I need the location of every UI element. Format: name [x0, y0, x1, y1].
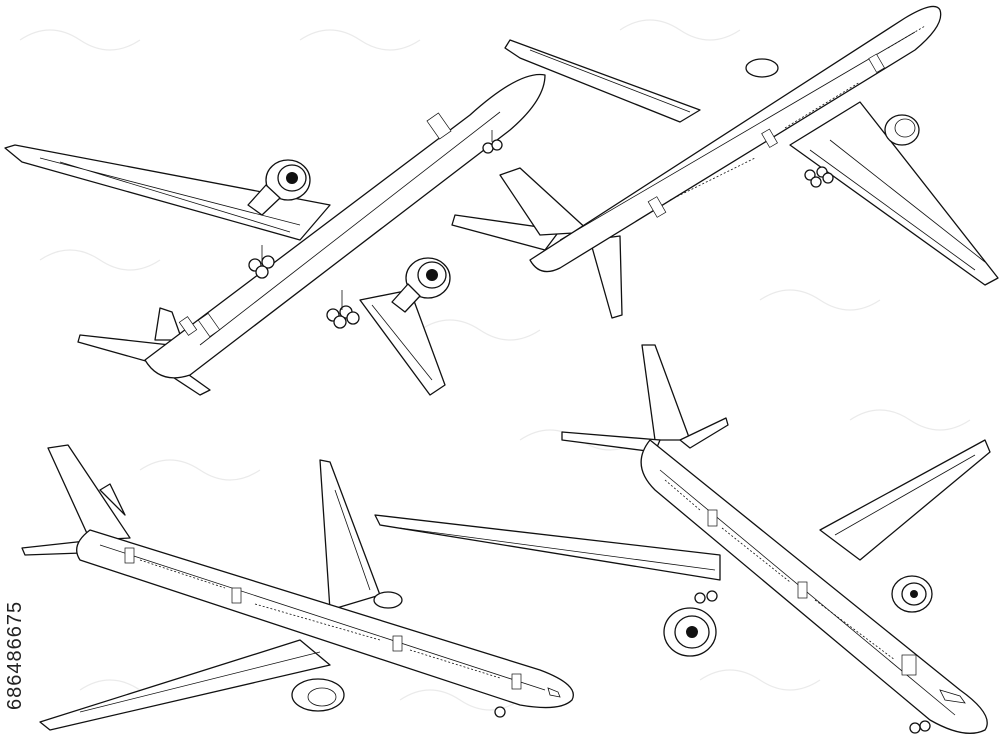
fuselage [640, 439, 988, 734]
vertical-fin [641, 344, 691, 441]
main-landing-gear-left [248, 245, 275, 279]
window-row [664, 479, 896, 661]
near-engine [663, 607, 717, 657]
nose-landing-gear [909, 720, 931, 734]
airliner-side-top-view [21, 444, 574, 731]
near-wing [789, 101, 999, 286]
left-wing [4, 144, 331, 241]
airliner-top-rear-view [451, 5, 999, 319]
fuselage [529, 5, 942, 273]
vertical-fin [47, 444, 131, 541]
airliner-front-top-view [374, 344, 991, 734]
far-engine [373, 591, 403, 609]
main-landing-gear-right [326, 290, 360, 329]
window-row [139, 559, 501, 679]
main-landing-gear [694, 590, 718, 604]
left-engine [247, 159, 311, 216]
near-engine [884, 114, 920, 146]
window-row [669, 25, 926, 201]
engine [291, 678, 345, 712]
nose-landing-gear [494, 706, 506, 718]
fuselage [144, 73, 546, 379]
far-wing [504, 39, 701, 123]
right-engine [391, 257, 451, 313]
main-landing-gear [804, 166, 834, 188]
far-wing [819, 439, 991, 561]
far-engine [891, 575, 933, 613]
fuselage [76, 529, 574, 709]
stock-id-watermark: 686486675 [4, 600, 26, 710]
horizontal-stabilizer [451, 214, 561, 251]
nose-landing-gear [482, 130, 503, 154]
airliner-bottom-view [4, 73, 546, 396]
far-wing [319, 459, 381, 611]
near-wing [39, 639, 331, 731]
far-engine [745, 58, 779, 78]
